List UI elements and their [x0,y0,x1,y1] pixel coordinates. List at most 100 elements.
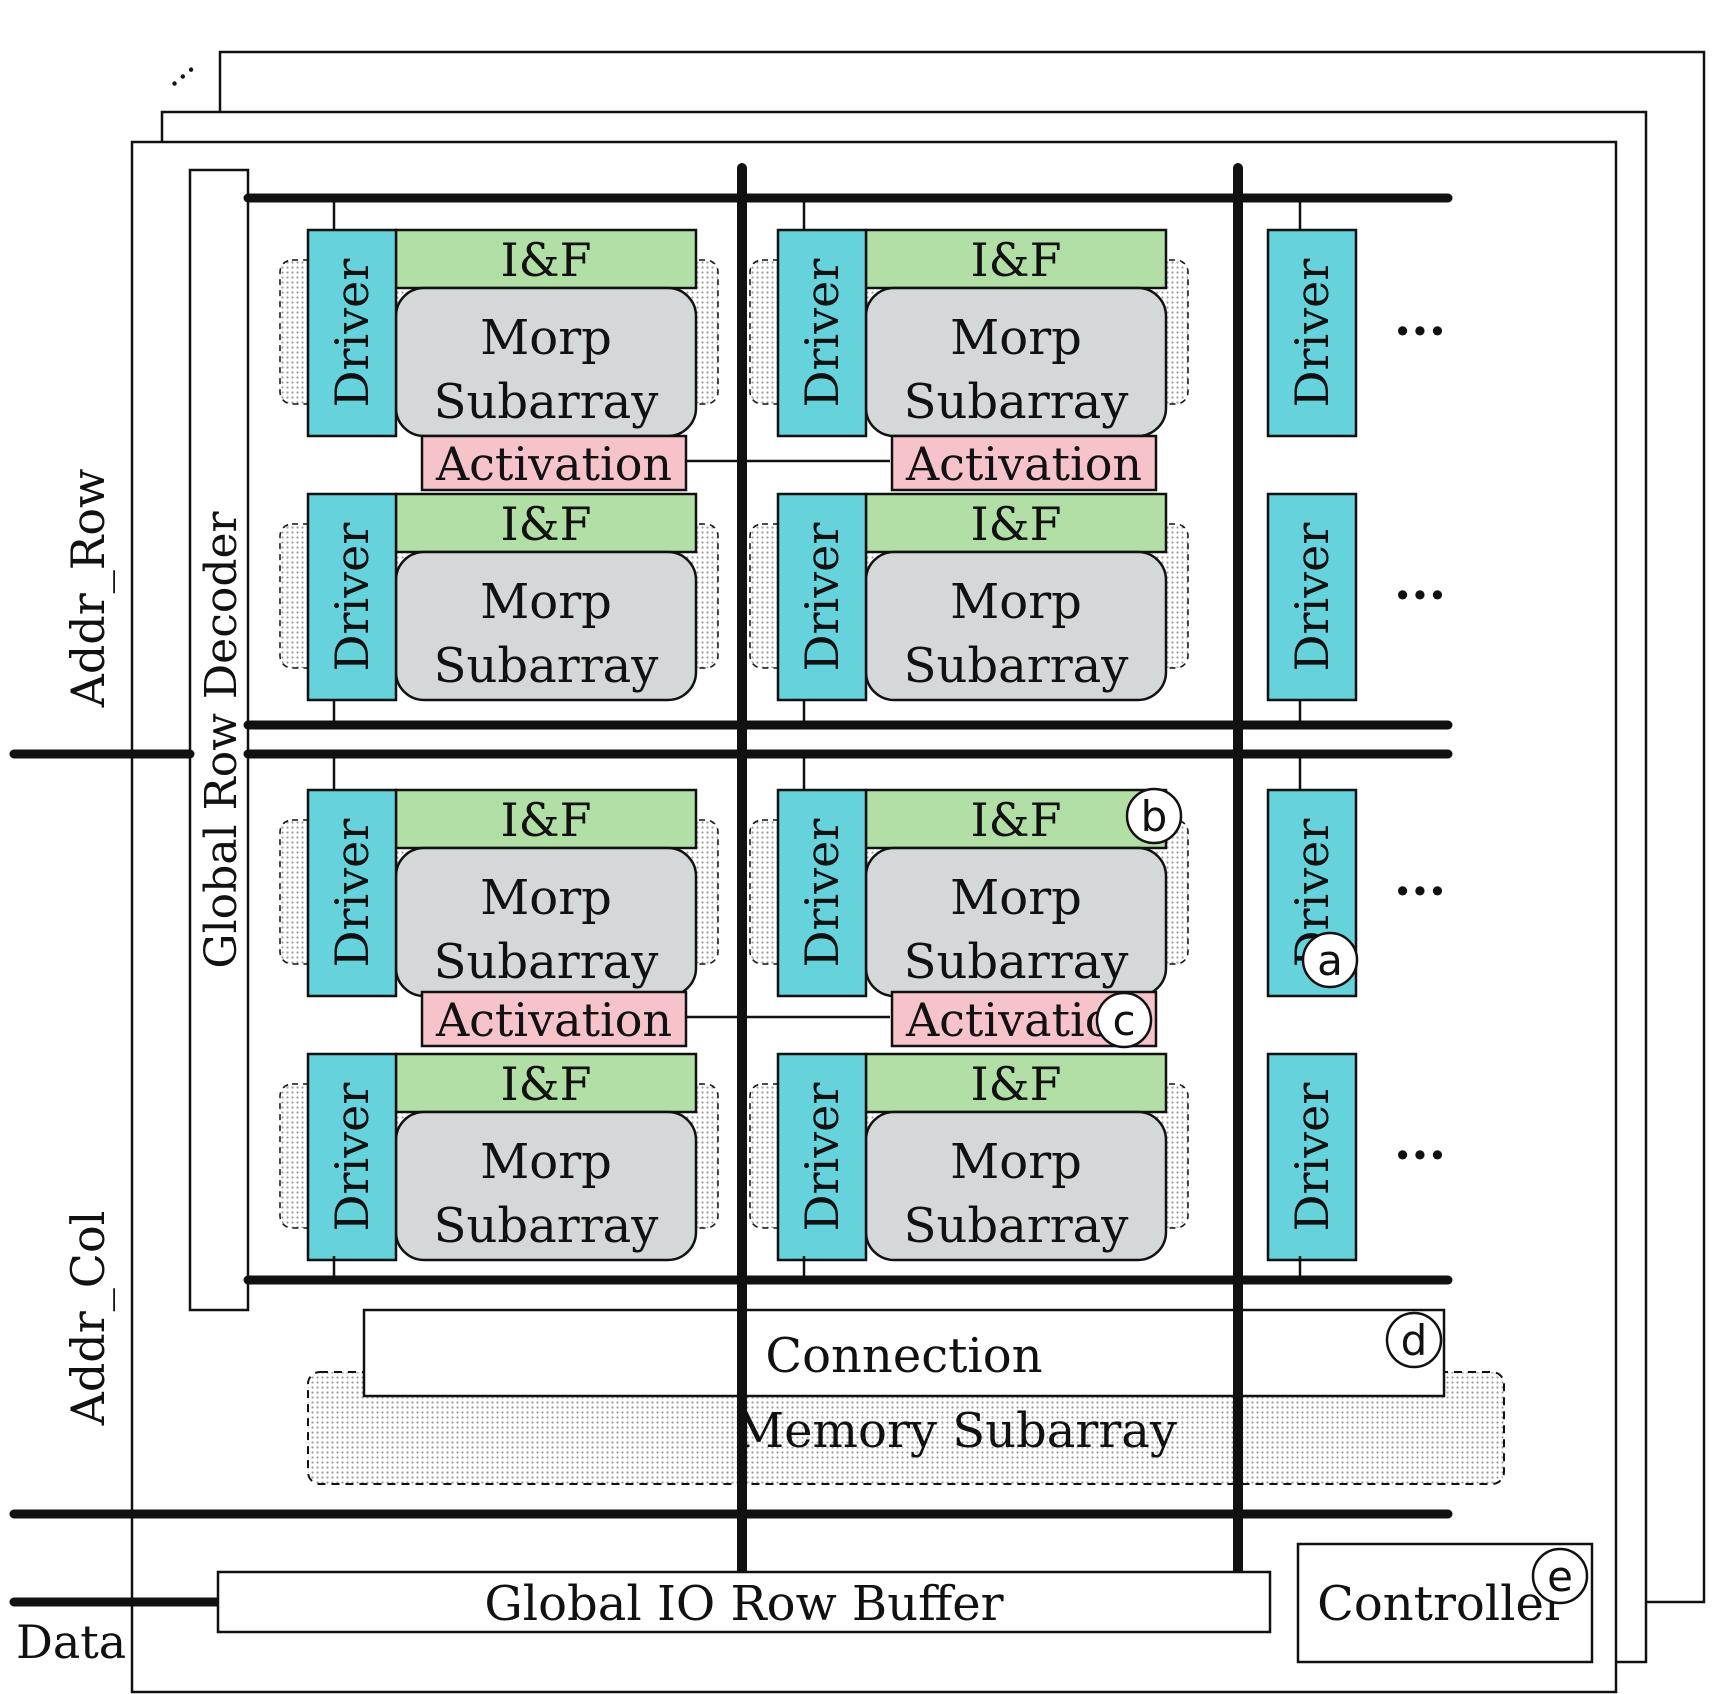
driver-label: Driver [1285,259,1339,408]
morp-label-line2: Subarray [904,638,1129,694]
if-label: I&F [970,1057,1061,1111]
driver: Driver [306,228,398,438]
marker-circle [1125,787,1183,845]
stack-dots: ··· [158,51,209,102]
continuation-ellipsis: ··· [1394,1125,1446,1184]
morp-label-line2: Subarray [434,374,659,430]
continuation-ellipsis: ··· [1394,565,1446,624]
activation-block: Activation [420,990,688,1048]
morp-label-line1: Morp [480,574,612,630]
marker-label: d [1401,1316,1428,1365]
circled-markers: a b c d e [1095,787,1589,1605]
driver-label: Driver [1285,523,1339,672]
morp-label-line1: Morp [480,310,612,366]
connection-label: Connection [765,1328,1042,1384]
driver-block [776,492,868,702]
if-label: I&F [500,1057,591,1111]
morp-label-line1: Morp [950,870,1082,926]
activation-links [686,459,890,1019]
global-io-row-buffer-label: Global IO Row Buffer [484,1576,1003,1632]
data-label: Data [16,1615,126,1669]
driver-column-3: Driver [1266,228,1358,438]
if-label: I&F [500,233,591,287]
driver: Driver [306,1052,398,1262]
horizontal-buses [9,193,1453,1607]
activation-label: Activation [905,437,1142,491]
marker-circle [1301,931,1359,989]
marker-d: d [1385,1311,1443,1369]
morp-label-line1: Morp [480,1134,612,1190]
controller-label: Controller [1317,1576,1567,1632]
morp-label-line2: Subarray [904,1198,1129,1254]
if-neuron-block [864,788,1168,850]
driver-block [306,228,398,438]
activation-label: Activation [435,437,672,491]
driver-block [306,492,398,702]
morp-label-line1: Morp [950,310,1082,366]
activation-block: Activation [420,434,688,492]
memory-subarray [307,1371,1505,1485]
continuation-ellipsis: ··· [1394,861,1446,920]
global-io-row-buffer [216,1570,1272,1634]
driver-block [1266,1052,1358,1262]
driver-block [1266,228,1358,438]
driver-block [306,1052,398,1262]
driver-bus-stubs [332,198,1302,1280]
if-label: I&F [970,793,1061,847]
morp-label-line2: Subarray [434,934,659,990]
marker-label: e [1547,1552,1573,1601]
marker-a: a [1301,931,1359,989]
driver-label: Driver [325,523,379,672]
driver-block [776,1052,868,1262]
activation-label: Activation [435,993,672,1047]
driver-label: Driver [325,1083,379,1232]
if-neuron-block [864,228,1168,290]
driver: Driver [306,788,398,998]
addr-row-label: Addr_Row [61,469,115,709]
driver: Driver [306,492,398,702]
morp-label-line2: Subarray [434,1198,659,1254]
driver-column-3: Driver [1266,788,1358,998]
driver-label: Driver [795,259,849,408]
if-label: I&F [970,233,1061,287]
connection-block [362,1308,1446,1398]
activation-block: Activation [890,434,1158,492]
if-label: I&F [970,497,1061,551]
marker-b: b [1125,787,1183,845]
global-row-decoder-label: Global Row Decoder [196,510,247,968]
marker-circle [1385,1311,1443,1369]
driver: Driver [776,788,868,998]
driver-label: Driver [795,819,849,968]
vertical-buses [737,163,1243,1575]
if-label: I&F [500,497,591,551]
continuation-ellipsis: ··· [1394,301,1446,360]
marker-circle [1095,991,1153,1049]
driver-column-3: Driver [1266,492,1358,702]
morp-label-line2: Subarray [434,638,659,694]
activation-rect [890,434,1158,492]
driver-label: Driver [325,259,379,408]
marker-label: b [1141,792,1168,841]
morp-label-line1: Morp [480,870,612,926]
marker-e: e [1531,1547,1589,1605]
activation-rect [420,434,688,492]
driver-block [306,788,398,998]
driver-label: Driver [1285,1083,1339,1232]
driver: Driver [776,492,868,702]
global-row-decoder [188,168,250,1312]
marker-circle [1531,1547,1589,1605]
driver-label: Driver [795,523,849,672]
memory-subarray-label: Memory Subarray [735,1403,1177,1459]
if-label: I&F [500,793,591,847]
marker-label: c [1112,996,1135,1045]
driver-label: Driver [325,819,379,968]
driver-label: Driver [795,1083,849,1232]
driver-block [776,788,868,998]
driver: Driver [776,1052,868,1262]
if-neuron-block [864,1052,1168,1114]
morp-label-line2: Subarray [904,934,1129,990]
driver-column-3: Driver [1266,1052,1358,1262]
